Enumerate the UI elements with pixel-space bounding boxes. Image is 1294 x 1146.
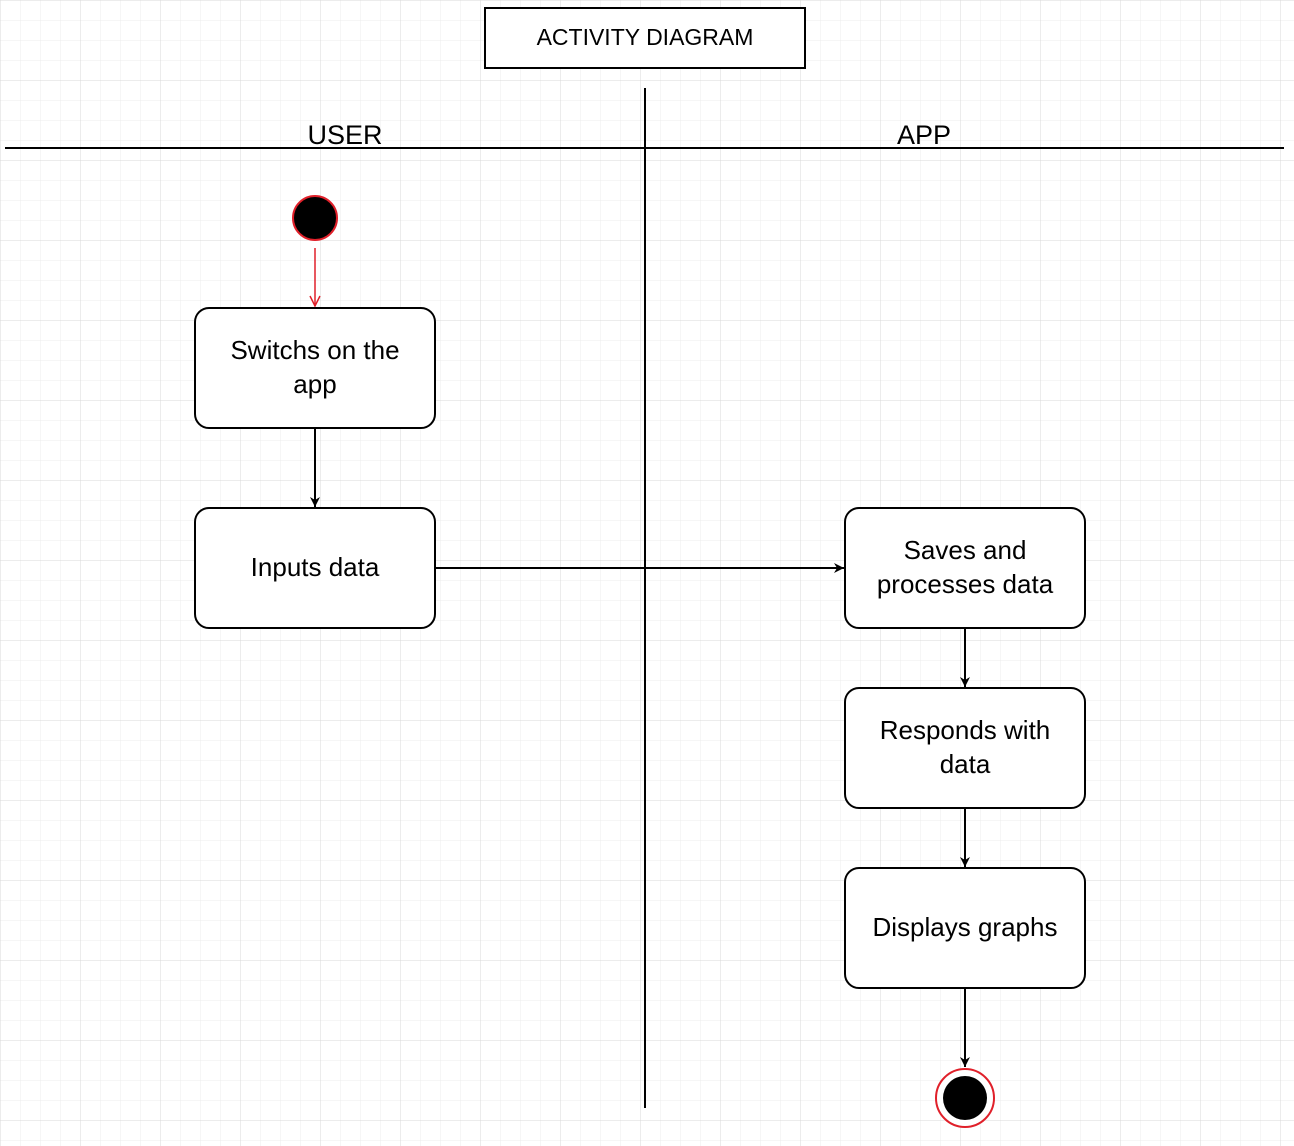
lane-label-user: USER xyxy=(307,120,383,151)
activity-switch-on-app[interactable] xyxy=(194,307,436,429)
diagram-title: ACTIVITY DIAGRAM xyxy=(536,24,754,51)
activity-displays-graphs[interactable] xyxy=(844,867,1086,989)
activity-label-responds: Responds with data xyxy=(879,715,1051,779)
activity-responds-with-data[interactable] xyxy=(844,687,1086,809)
activity-saves-processes-data[interactable] xyxy=(844,507,1086,629)
activity-label-inputs-data: Inputs data xyxy=(250,552,380,583)
initial-node[interactable] xyxy=(292,195,338,241)
activity-label-switch-on: Switchs on the app xyxy=(230,335,400,399)
final-node[interactable] xyxy=(935,1068,995,1128)
lane-label-app: APP xyxy=(896,120,952,151)
activity-label-displays-graphs: Displays graphs xyxy=(872,912,1058,943)
activity-label-saves-processes: Saves and processes data xyxy=(876,535,1054,599)
activity-inputs-data[interactable] xyxy=(194,507,436,629)
title-box[interactable] xyxy=(484,7,806,69)
